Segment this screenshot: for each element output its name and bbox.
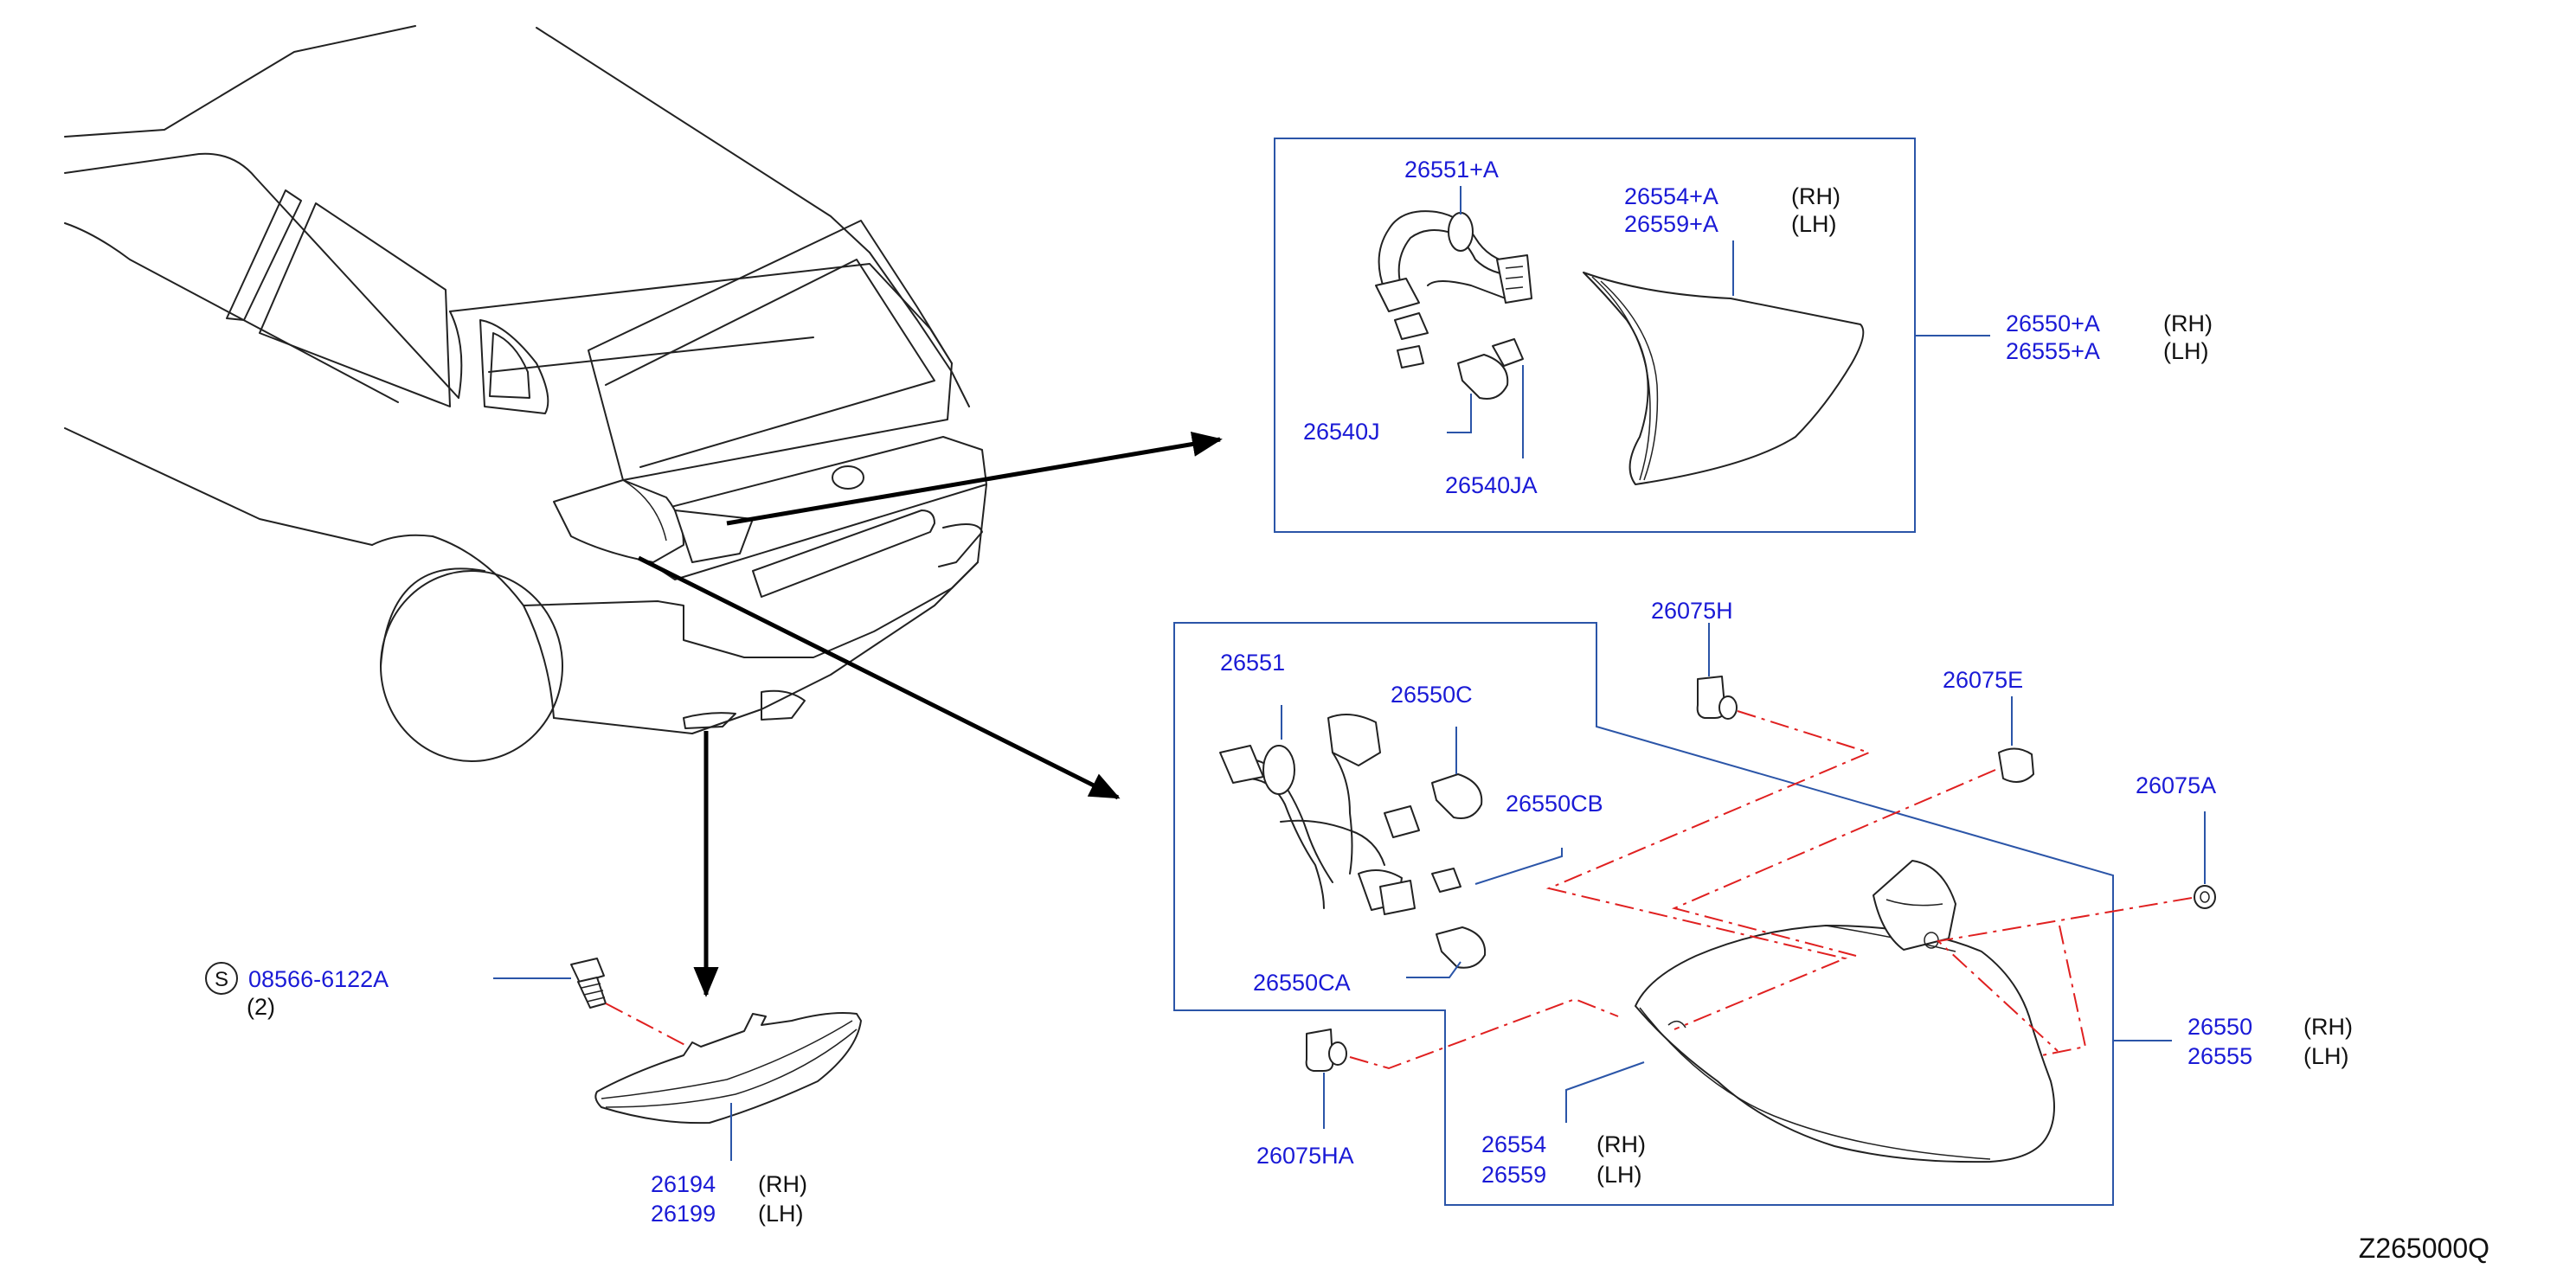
- label-08566-6122A: 08566-6122A: [248, 966, 389, 992]
- body-lamp-alignment-dashes: [1349, 710, 2193, 1070]
- vehicle-illustration: [64, 25, 987, 762]
- label-26551A: 26551+A: [1404, 157, 1499, 183]
- label-26555-side: (LH): [2303, 1043, 2349, 1069]
- body-lamp-assembly: [1635, 860, 2055, 1163]
- screw-08566: [570, 958, 607, 1009]
- label-26559-side: (LH): [1596, 1162, 1642, 1188]
- reflector-26194: [594, 1012, 862, 1125]
- screw-symbol-circle: [205, 962, 238, 995]
- label-26550: 26550: [2187, 1014, 2252, 1040]
- label-26555: 26555: [2187, 1043, 2252, 1069]
- diagram-code: Z265000Q: [2359, 1233, 2489, 1264]
- screw-symbol: S: [215, 968, 228, 991]
- label-26194-side: (RH): [758, 1171, 807, 1197]
- label-26550CA: 26550CA: [1253, 970, 1351, 996]
- label-26551: 26551: [1220, 650, 1285, 676]
- body-lamp-socket-harness: [1219, 714, 1420, 915]
- leader-26550CB: [1474, 848, 1563, 885]
- hatch-lamp-lens: [1583, 272, 1865, 485]
- arrow-to-body-lamp: [637, 555, 1121, 800]
- label-26559A-side: (LH): [1791, 211, 1837, 237]
- label-26550A: 26550+A: [2006, 311, 2100, 336]
- label-26555A-side: (LH): [2163, 338, 2209, 364]
- label-26559A: 26559+A: [1624, 211, 1718, 237]
- leader-26554: [1565, 1061, 1645, 1123]
- label-26554-side: (RH): [1596, 1131, 1646, 1157]
- label-26550-side: (RH): [2303, 1014, 2353, 1040]
- label-26075H: 26075H: [1651, 598, 1733, 624]
- label-26075A: 26075A: [2136, 772, 2216, 798]
- body-lamp-group-box: [1173, 622, 2114, 1206]
- body-lamp-bulbs: [1431, 773, 1487, 969]
- callout-arrows: [637, 432, 1223, 997]
- hatch-lamp-socket-harness: [1375, 210, 1532, 368]
- body-lamp-clips: [1305, 676, 2216, 1072]
- label-26550CB: 26550CB: [1506, 791, 1603, 817]
- label-26075E: 26075E: [1943, 667, 2023, 693]
- arrow-to-hatch-lamp: [726, 432, 1223, 526]
- label-26554A-side: (RH): [1791, 183, 1840, 209]
- label-26199: 26199: [651, 1201, 716, 1227]
- label-26555A: 26555+A: [2006, 338, 2100, 364]
- label-26540JA: 26540JA: [1445, 472, 1538, 498]
- leader-26550CA: [1406, 961, 1461, 978]
- label-26199-side: (LH): [758, 1201, 804, 1227]
- hatch-lamp-bulbs: [1457, 338, 1524, 400]
- label-26194: 26194: [651, 1171, 716, 1197]
- label-26540J: 26540J: [1303, 419, 1380, 445]
- label-26554: 26554: [1481, 1131, 1546, 1157]
- label-26559: 26559: [1481, 1162, 1546, 1188]
- screw-alignment-dash: [605, 1003, 697, 1052]
- label-26550A-side: (RH): [2163, 311, 2213, 336]
- clip-26075A: [2194, 885, 2216, 909]
- label-26554A: 26554+A: [1624, 183, 1718, 209]
- label-26075HA: 26075HA: [1256, 1143, 1354, 1169]
- leader-26540J: [1447, 394, 1472, 433]
- label-26550C: 26550C: [1391, 682, 1473, 708]
- clip-26075E: [1998, 747, 2034, 783]
- label-08566-qty: (2): [247, 994, 275, 1020]
